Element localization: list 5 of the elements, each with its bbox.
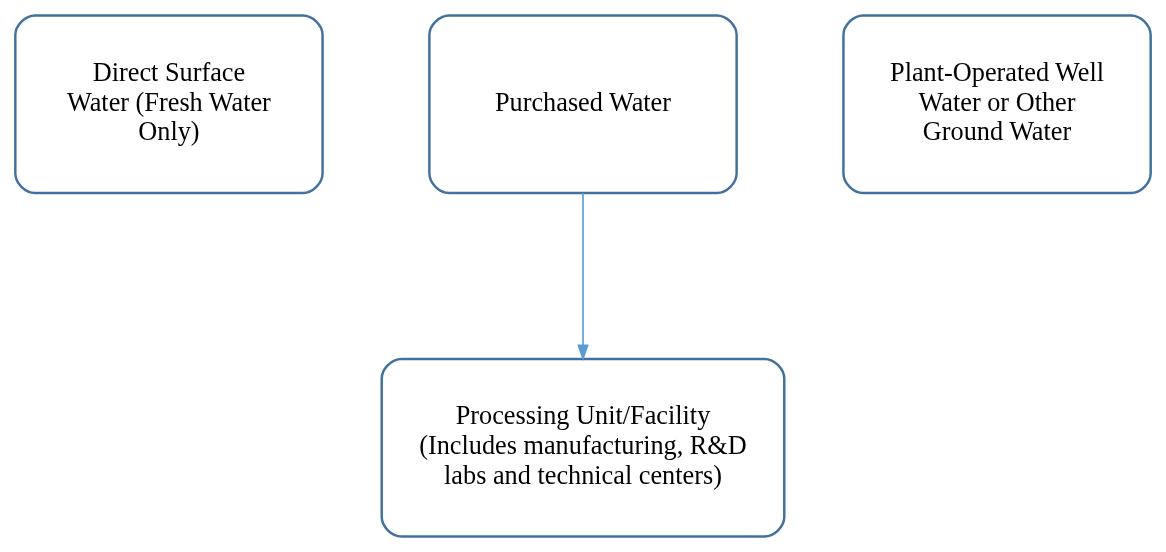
node-box: Plant-Operated Well Water or Other Ground Water: [842, 14, 1152, 195]
arrow: [577, 192, 589, 362]
node-box: Direct Surface Water (Fresh Water Only): [14, 14, 324, 195]
node-box: Purchased Water: [428, 14, 738, 195]
node-box: Processing Unit/Facility (Includes manufacturing, R&D labs and technical centers): [380, 357, 786, 538]
